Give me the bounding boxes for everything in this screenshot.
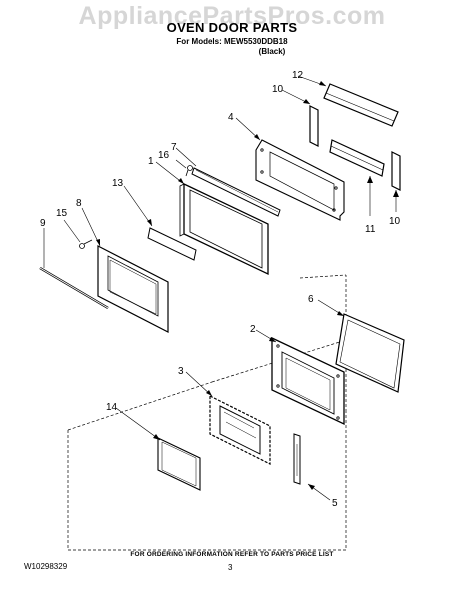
callout-15: 15	[56, 208, 68, 219]
part-10-side-trim-bottom	[391, 151, 401, 191]
part-1-glass-frame	[179, 182, 269, 276]
callout-6: 6	[308, 294, 314, 305]
part-13-small-panel	[147, 227, 197, 261]
callout-4: 4	[228, 112, 234, 123]
part-5-side-bracket	[293, 433, 301, 485]
callout-8: 8	[76, 198, 82, 209]
page-number: 3	[228, 563, 233, 572]
part-7-top-strip	[191, 167, 281, 217]
callout-11: 11	[365, 224, 376, 235]
part-12-top-trim	[323, 83, 399, 127]
callout-13: 13	[112, 178, 124, 189]
part-9-handle-rod	[39, 266, 109, 310]
color-line: (Black)	[258, 47, 286, 56]
callout-10-top: 10	[272, 84, 284, 95]
callout-10-bottom: 10	[389, 216, 401, 227]
callout-14: 14	[106, 402, 118, 413]
leader-lines	[43, 75, 397, 501]
part-4-inner-panel	[255, 139, 345, 221]
part-15-screw	[79, 239, 93, 249]
document-number: W10298329	[24, 562, 68, 571]
part-10-side-trim-top	[309, 105, 319, 147]
ordering-note: FOR ORDERING INFORMATION REFER TO PARTS …	[130, 551, 334, 558]
callout-5: 5	[332, 498, 338, 509]
arrow-heads	[96, 81, 399, 490]
callout-labels: 12 10 4 16 7 1 13 8 15 9 11 10 6 2 3 14 …	[40, 70, 401, 509]
callout-1: 1	[148, 156, 154, 167]
watermark-text: AppliancePartsPros.com	[78, 2, 386, 30]
part-16-clip	[185, 165, 193, 177]
callout-12: 12	[292, 70, 304, 81]
callout-2: 2	[250, 324, 256, 335]
part-2-door-liner	[271, 336, 345, 426]
part-6-gasket	[335, 313, 405, 393]
part-3-inner-window	[209, 395, 271, 465]
part-14-lower-panel	[157, 437, 201, 491]
part-11-bottom-trim	[329, 139, 385, 177]
models-line: For Models: MEW5530DDB18	[176, 37, 288, 46]
callout-7: 7	[171, 142, 177, 153]
callout-3: 3	[178, 366, 184, 377]
page-title: OVEN DOOR PARTS	[166, 20, 298, 35]
callout-9: 9	[40, 218, 46, 229]
callout-16: 16	[158, 150, 170, 161]
part-8-outer-door	[97, 245, 169, 333]
